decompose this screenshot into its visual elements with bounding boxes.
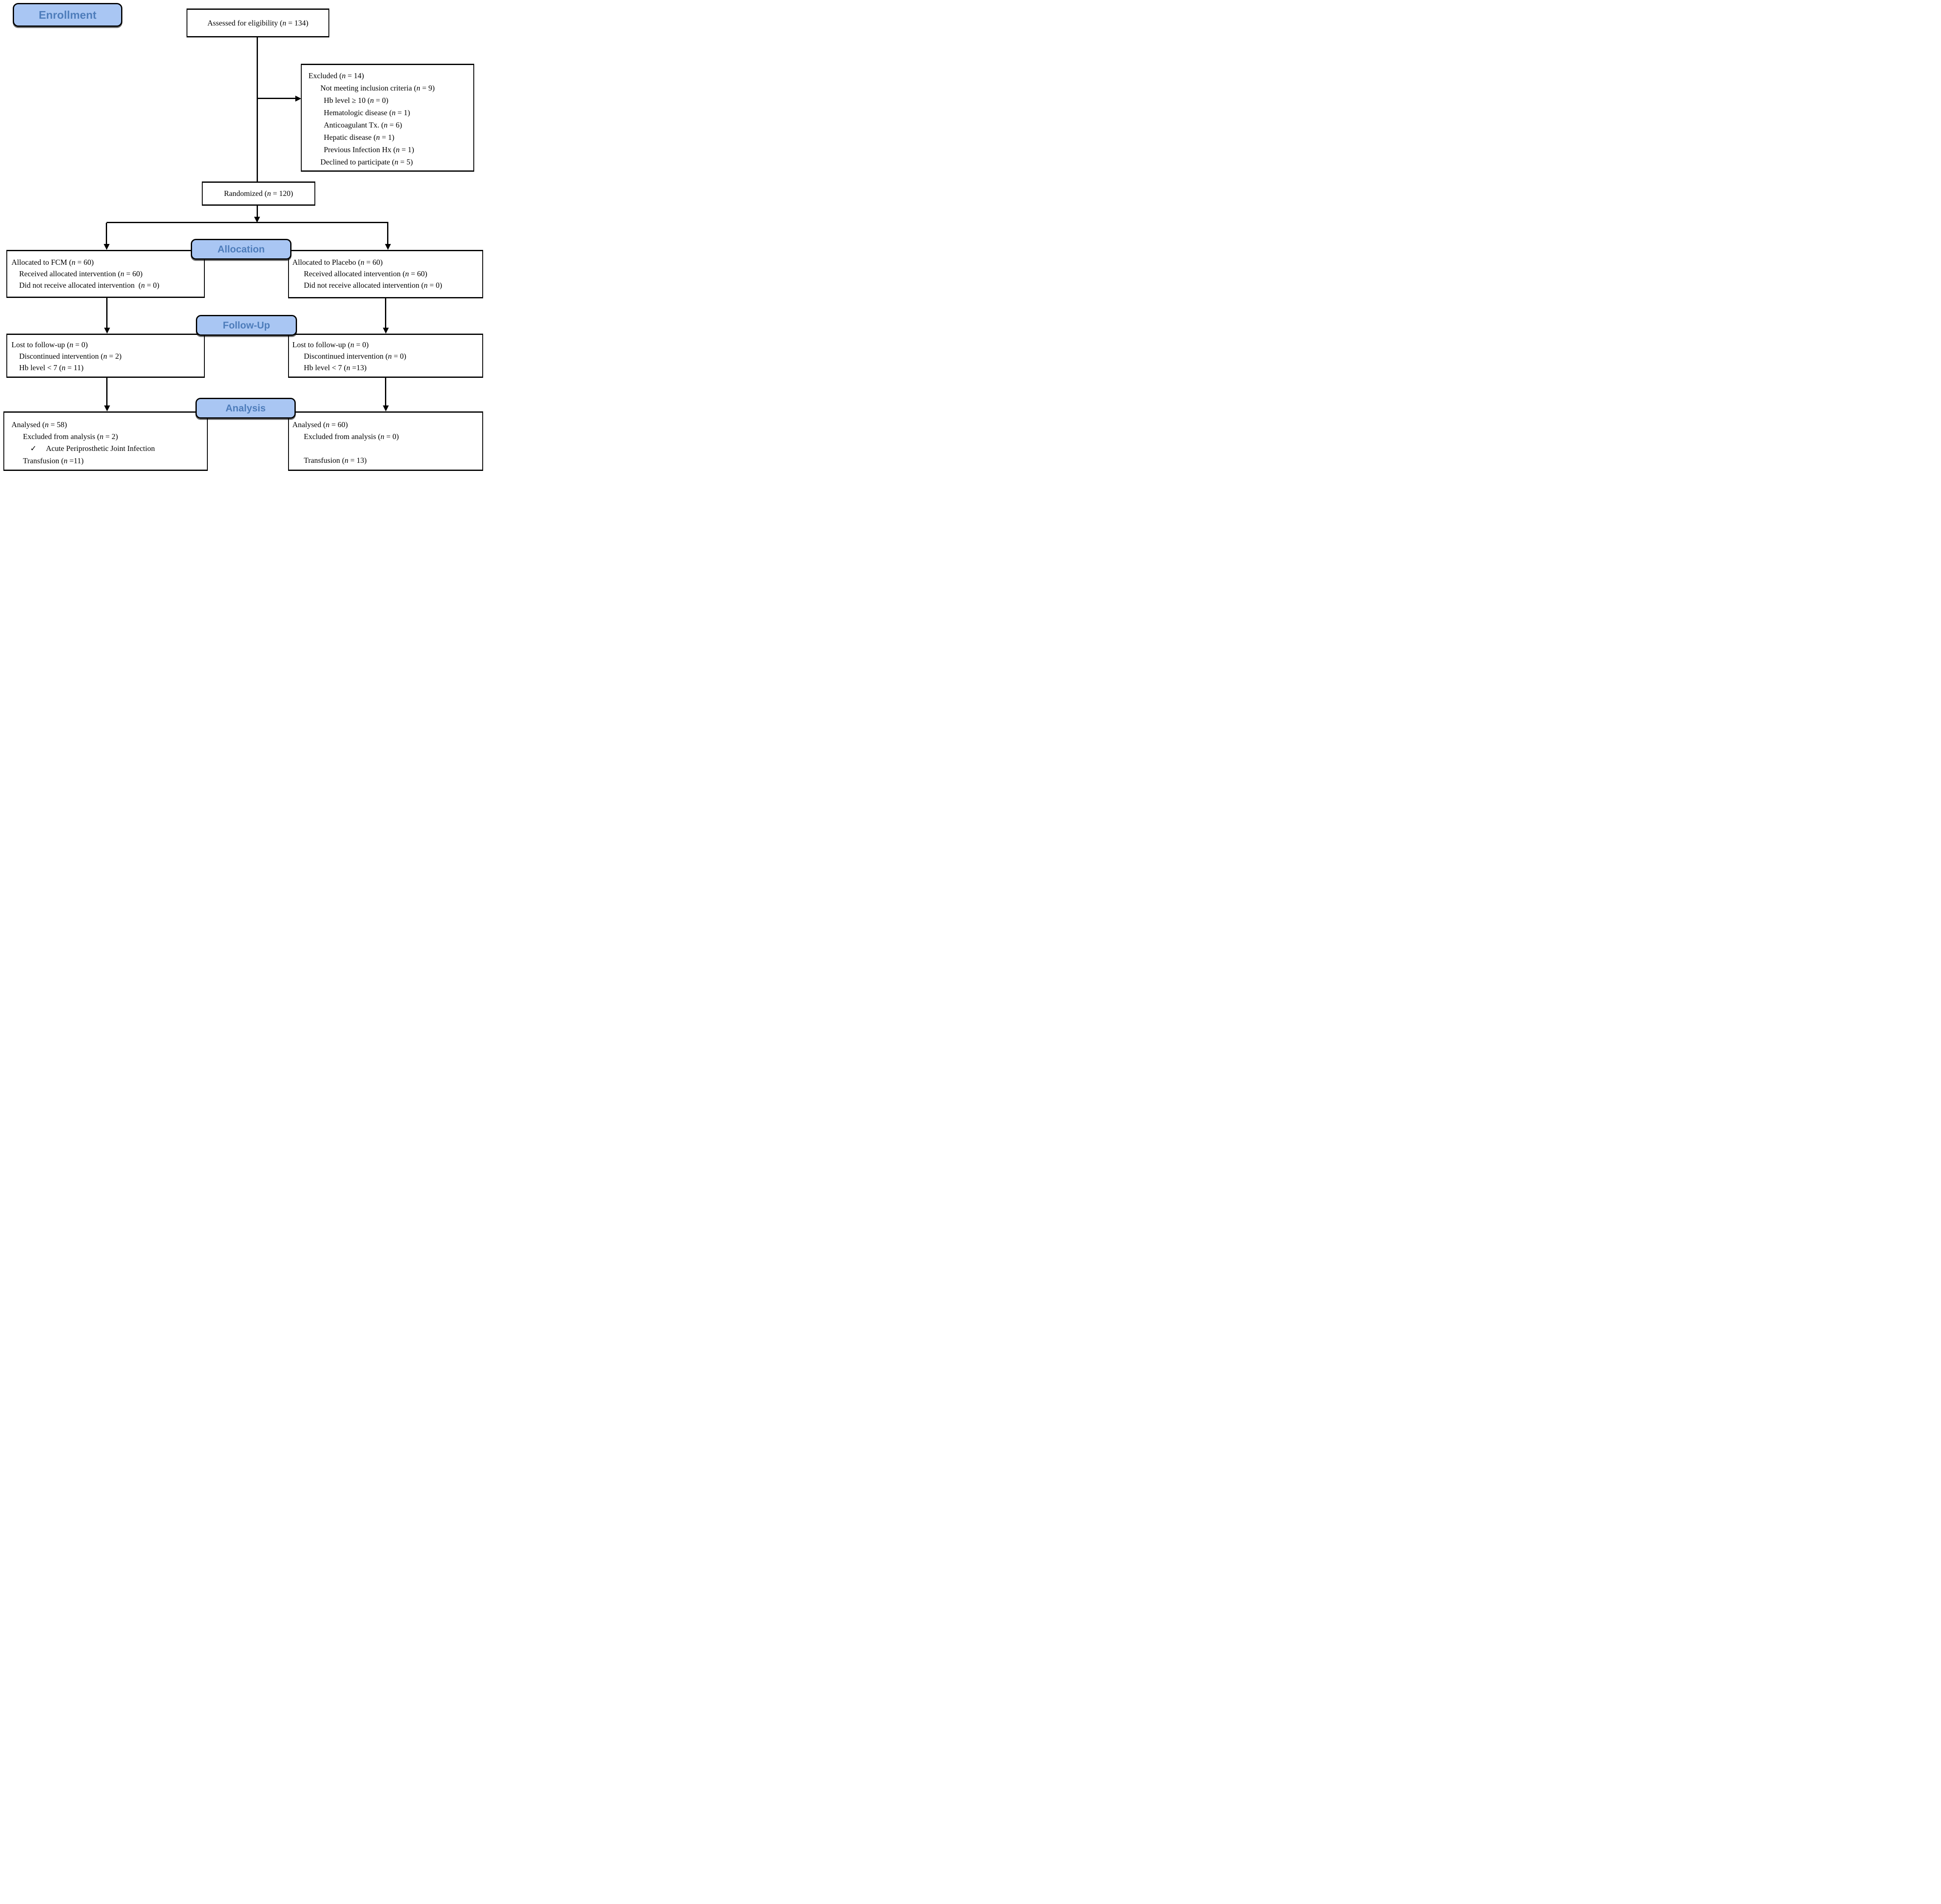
text-line: Declined to participate (n = 5) [320,158,413,166]
connector-randomized-to-bracket [257,206,258,218]
bracket-distribution-line [107,222,388,223]
arrowhead-fu-placebo-icon [383,328,389,334]
arrowhead-alloc-placebo-icon [385,244,391,250]
excluded-box: Excluded (n = 14) Not meeting inclusion c… [301,64,474,172]
arrowhead-bracket-icon [254,217,260,223]
text-line: Lost to follow-up (n = 0) [292,340,369,349]
connector-alloc-to-fu-placebo [385,298,386,329]
text-line: Hb level ≥ 10 (n = 0) [324,96,389,105]
followup-band: Follow-Up [196,315,297,336]
text-line [289,442,482,454]
text-line: Analysed (n = 60) [292,420,348,429]
text-line: Discontinued intervention (n = 2) [19,352,122,360]
followup-band-label: Follow-Up [223,320,270,331]
enrollment-band: Enrollment [13,3,122,27]
text-line: Lost to follow-up (n = 0) [11,340,88,349]
connector-bracket-to-placebo [387,223,388,245]
enrollment-band-label: Enrollment [39,8,96,21]
text-line: Not meeting inclusion criteria (n = 9) [320,84,435,92]
text-line: Excluded (n = 14) [308,71,364,80]
analysis-fcm-box: Analysed (n = 58) Excluded from analysis … [3,411,208,471]
text-line: Excluded from analysis (n = 2) [23,432,118,441]
followup-placebo-box: Lost to follow-up (n = 0) Discontinued in… [288,334,483,378]
analysis-band-label: Analysis [225,402,266,414]
arrowhead-excluded-icon [295,96,301,102]
arrowhead-alloc-fcm-icon [104,244,110,250]
text-line: Transfusion (n = 13) [304,456,367,465]
text-line: Hepatic disease (n = 1) [324,133,395,142]
randomized-box: Randomized (n = 120) [202,181,315,206]
text-line: Transfusion (n =11) [23,456,84,465]
arrowhead-fu-fcm-icon [104,328,110,334]
text-line: Hematologic disease (n = 1) [324,108,410,117]
allocated-fcm-box: Allocated to FCM (n = 60) Received alloca… [6,250,205,298]
text-line: Did not receive allocated intervention (… [19,281,160,289]
text-line: Hb level < 7 (n = 11) [19,363,84,372]
text-line: Previous Infection Hx (n = 1) [324,145,414,154]
text-line: Received allocated intervention (n = 60) [304,269,427,278]
connector-bracket-to-fcm [106,223,107,245]
text-line: ✓Acute Periprosthetic Joint Infection [30,444,155,453]
analysis-band: Analysis [195,398,296,419]
allocation-band: Allocation [191,239,291,260]
text-line: Randomized (n = 120) [224,189,293,198]
arrowhead-an-placebo-icon [383,405,389,411]
text-line: Discontinued intervention (n = 0) [304,352,407,360]
connector-alloc-to-fu-fcm [106,298,108,329]
allocated-placebo-box: Allocated to Placebo (n = 60) Received al… [288,250,483,298]
followup-fcm-box: Lost to follow-up (n = 0) Discontinued in… [6,334,205,378]
consort-flow-diagram: Enrollment Allocation Follow-Up Analysis… [0,0,485,476]
connector-fu-to-an-fcm [106,378,108,406]
text-line: Received allocated intervention (n = 60) [19,269,143,278]
text-line: Did not receive allocated intervention (… [304,281,442,289]
text-line: Assessed for eligibility (n = 134) [207,18,308,27]
check-icon: ✓ [30,444,37,453]
text-line: Anticoagulant Tx. (n = 6) [324,121,402,129]
text-line: Analysed (n = 58) [11,420,67,429]
connector-fu-to-an-placebo [385,378,386,406]
connector-to-excluded [257,98,296,99]
text-line: Allocated to Placebo (n = 60) [292,258,383,266]
assessed-box: Assessed for eligibility (n = 134) [187,8,329,37]
allocation-band-label: Allocation [217,244,265,255]
text-line: Hb level < 7 (n =13) [304,363,367,372]
text-line: Excluded from analysis (n = 0) [304,432,399,441]
text-line: Allocated to FCM (n = 60) [11,258,94,266]
connector-assessed-to-randomized [257,37,258,181]
arrowhead-an-fcm-icon [104,405,110,411]
analysis-placebo-box: Analysed (n = 60) Excluded from analysis … [288,411,483,471]
